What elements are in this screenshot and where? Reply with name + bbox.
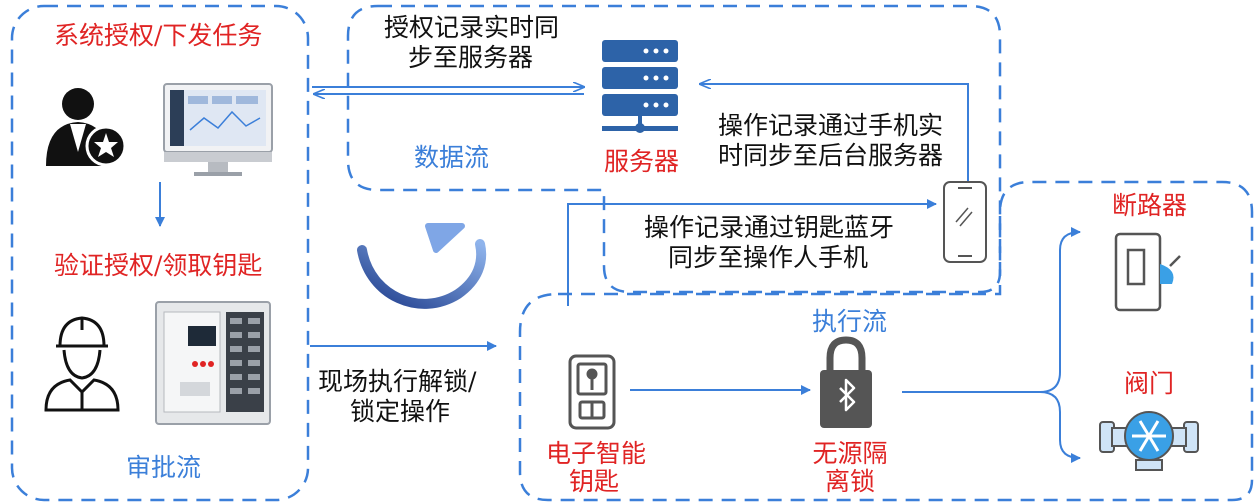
data-flow-box [346,4,1002,294]
flow-arrows [155,84,1081,463]
phone-sync-line1: 操作记录通过手机实 [718,111,944,140]
approval-flow-label: 审批流 [126,453,202,482]
valve-icon [1099,411,1199,471]
arrow-key-to-phone [567,199,937,306]
server-label: 服务器 [604,147,680,176]
worker-helmet-icon [44,316,120,412]
valve-label: 阀门 [1124,369,1175,398]
circuit-breaker-icon [1114,232,1181,312]
monitor-icon [163,83,273,176]
sync-note-line2: 步至服务器 [408,43,534,72]
approval-title: 系统授权/下发任务 [54,21,263,50]
data-flow-label: 数据流 [414,143,490,172]
phone-sync-line2: 时同步至后台服务器 [718,141,944,170]
breaker-label: 断路器 [1112,191,1188,220]
key-label-line1: 电子智能 [546,439,647,468]
server-icon [602,40,678,133]
exec-flow-box [518,180,1254,502]
arrow-lock-to-breaker [902,227,1081,393]
bluetooth-lock-icon [820,336,872,428]
approval-box [10,4,310,502]
phone-icon [943,181,987,263]
arrow-lock-to-valve [1039,391,1081,463]
key-label-line2: 钥匙 [568,467,619,496]
sync-note-line1: 授权记录实时同 [384,13,560,42]
electronic-key-icon [568,354,616,430]
key-cabinet-icon [155,301,271,425]
onsite-op-line1: 现场执行解锁/ [318,367,477,396]
arrow-phone-to-server [700,84,969,182]
admin-star-icon [46,88,127,167]
exec-flow-label: 执行流 [812,307,888,336]
lock-label-line2: 离锁 [824,467,875,496]
onsite-op-line2: 锁定操作 [350,397,451,426]
bt-sync-line1: 操作记录通过钥匙蓝牙 [644,213,895,242]
lock-label-line1: 无源隔 [812,439,888,468]
verify-label: 验证授权/领取钥匙 [54,251,263,280]
cycle-arrow-icon [357,223,487,309]
bt-sync-line2: 同步至操作人手机 [668,243,869,272]
